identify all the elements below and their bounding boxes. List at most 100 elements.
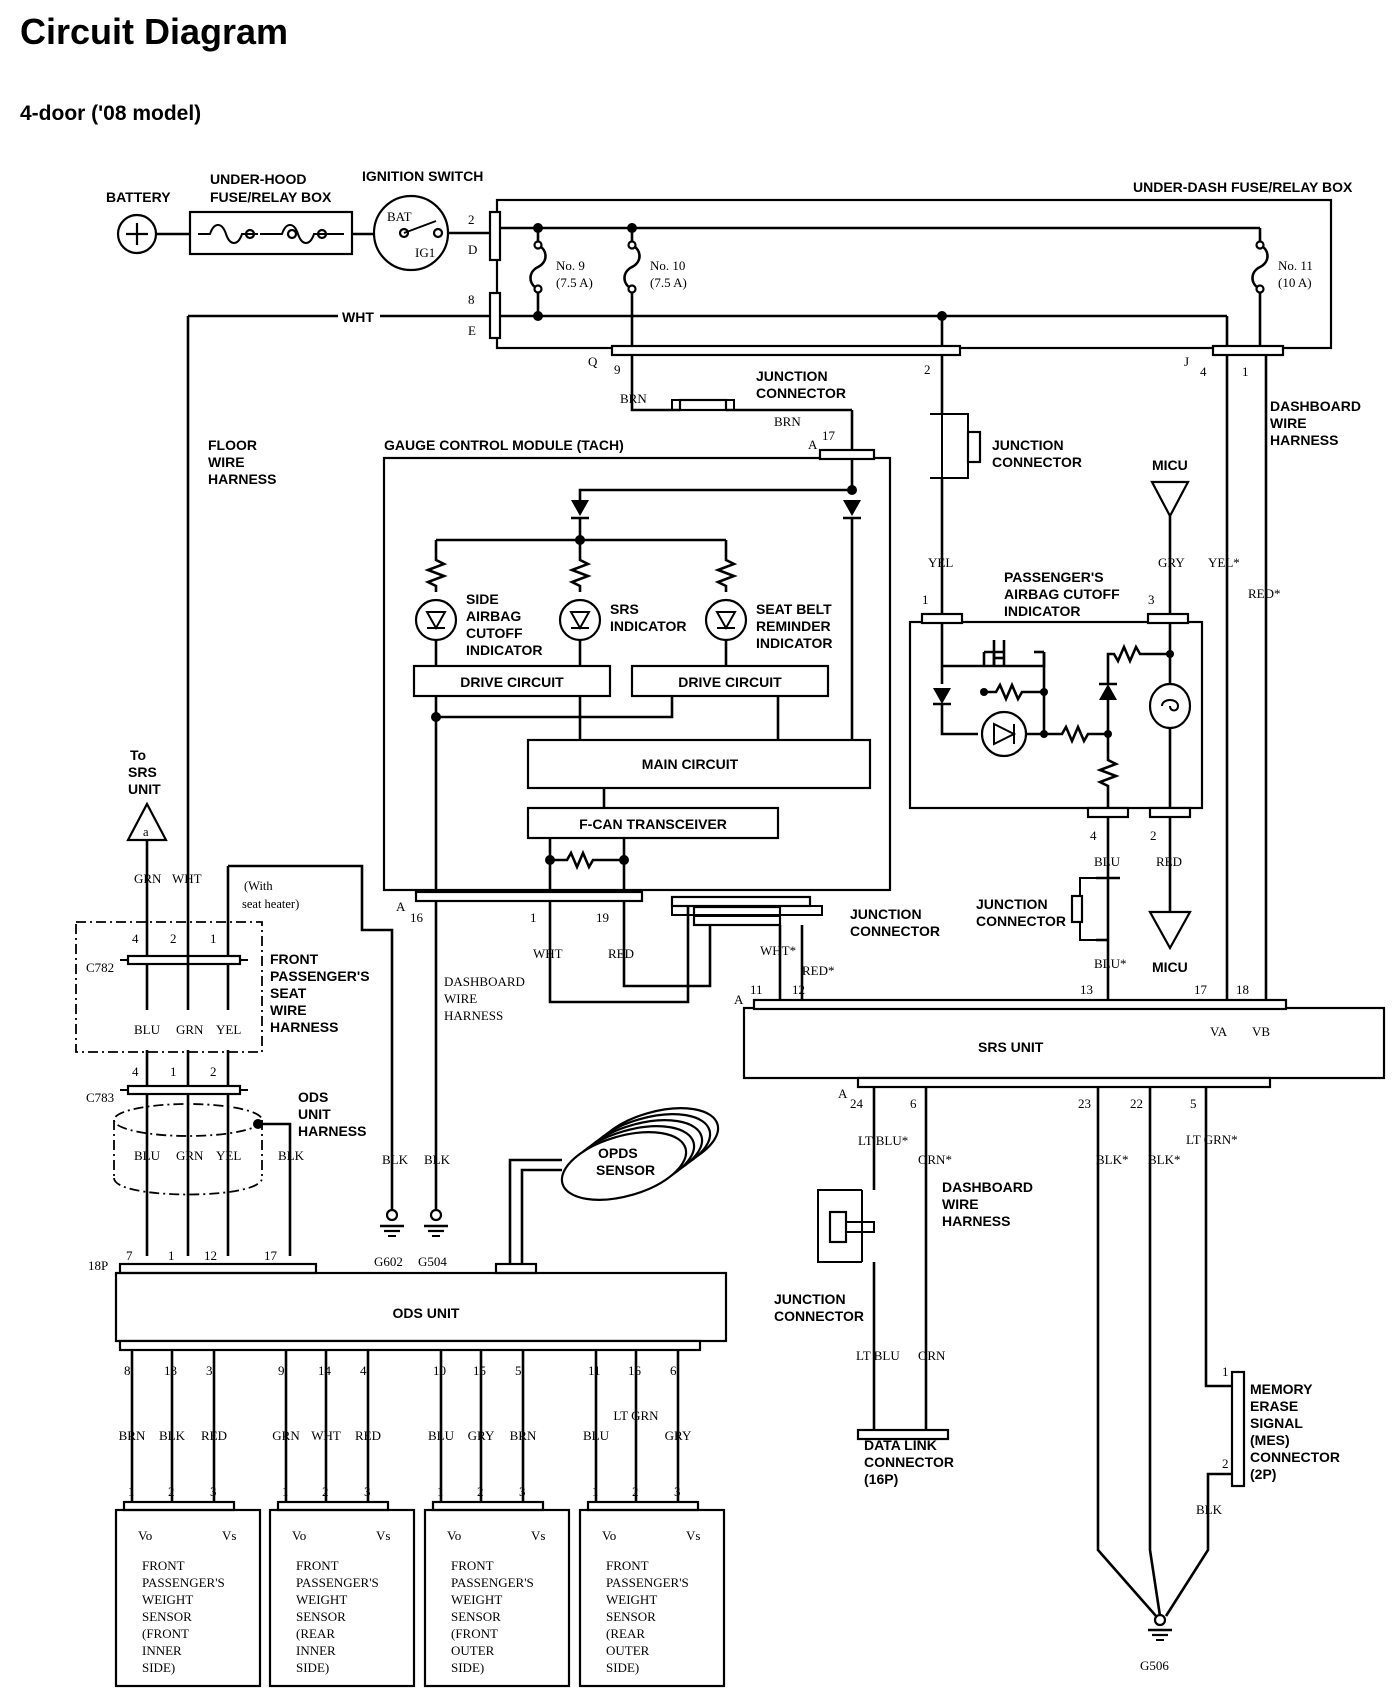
sensor-pin: 2 [477,1484,484,1499]
junction-middle-2: CONNECTOR [850,923,940,939]
c782-pin-2: 2 [170,931,177,946]
sensor-pin: 1 [128,1484,135,1499]
dash-harness-lower-3: HARNESS [942,1213,1010,1229]
battery-icon [116,213,158,255]
ignition-bat: BAT [387,209,412,224]
srs-va: VA [1210,1024,1228,1039]
opds-2: SENSOR [596,1162,655,1178]
fuse-9-rating: (7.5 A) [556,275,593,290]
gauge-pin-a: A [808,437,818,452]
sensor-pin: 2 [322,1484,329,1499]
dlc-2: CONNECTOR [864,1454,954,1470]
srs-pin-a: A [734,992,744,1007]
passenger-ind-3: INDICATOR [1004,603,1080,619]
sensor-name-line: SIDE) [451,1660,484,1675]
page-subtitle: 4-door ('08 model) [20,102,201,125]
ods-top-pin-2: 12 [204,1248,217,1263]
sensor-name-line: FRONT [451,1558,494,1573]
srs-pin-a2: A [838,1086,848,1101]
ods-bottom-pin: 10 [433,1363,446,1378]
gauge-wht: WHT [533,946,563,961]
side-airbag-lamp-icon [414,598,458,642]
ods-wire-color: RED [201,1428,227,1443]
ground-g504: G504 [418,1254,447,1269]
gauge-pin-19: 19 [596,910,609,925]
srs-wht-star: WHT* [760,943,796,958]
sensor-pin: 2 [168,1484,175,1499]
pi-pin-2: 2 [1150,828,1157,843]
srs-pin-11: 11 [750,982,763,997]
ods-bottom-pin: 3 [206,1363,213,1378]
seat-harness-1: FRONT [270,951,319,967]
ground-g504-icon [422,1224,450,1238]
sensor-name-line: FRONT [606,1558,649,1573]
srs-ltblu-star: LT BLU* [858,1133,908,1148]
sensor-name-line: PASSENGER'S [451,1575,534,1590]
sensor-vo: Vo [447,1528,461,1543]
micu-bottom-label: MICU [1152,959,1188,975]
sensor-name-line: PASSENGER'S [606,1575,689,1590]
mes-pin-2: 2 [1222,1456,1229,1471]
ods-top-pin-3: 17 [264,1248,278,1263]
to-srs-a: a [143,825,149,839]
ods-bottom-pin: 5 [515,1363,522,1378]
junction-top-1: JUNCTION [756,368,828,384]
shield-braid [113,1103,263,1196]
srs-pin-23: 23 [1078,1096,1091,1111]
fcan-label: F-CAN TRANSCEIVER [579,816,727,832]
pin-q: Q [588,354,598,369]
dash-harness-right-2: WIRE [1270,415,1307,431]
ground-g602: G602 [374,1254,403,1269]
sensor-name-line: WEIGHT [296,1592,347,1607]
junction-connector-top [671,398,852,412]
sensor-name-line: WEIGHT [142,1592,193,1607]
seat-belt-1: SEAT BELT [756,601,832,617]
srs-indicator-1: SRS [610,601,639,617]
sensor-name-line: (REAR [296,1626,335,1641]
sensor-name-line: SENSOR [606,1609,656,1624]
yel-label: YEL [928,555,953,570]
sensor-pin: 3 [519,1484,526,1499]
sensor-name-line: INNER [296,1643,336,1658]
srs-vb: VB [1252,1024,1270,1039]
junction-right-1: JUNCTION [992,437,1064,453]
gauge-module [382,456,892,892]
seat-harness-3: SEAT [270,985,307,1001]
underdash-label: UNDER-DASH FUSE/RELAY BOX [1133,179,1353,195]
mes-6: (2P) [1250,1466,1276,1482]
seat-grn: GRN [134,871,162,886]
ods-bottom-pin: 11 [588,1363,601,1378]
ods-blu: BLU [134,1148,161,1163]
ods-18p: 18P [88,1258,108,1273]
fuse-10-label: No. 10 [650,258,685,273]
mes-5: CONNECTOR [1250,1449,1340,1465]
ods-top-pin-0: 7 [126,1248,133,1263]
mes-4: (MES) [1250,1432,1290,1448]
srs-pin-18: 18 [1236,982,1249,997]
srs-red-star: RED* [802,963,835,978]
sensor-vs: Vs [531,1528,545,1543]
fuse-9-label: No. 9 [556,258,585,273]
sensor-vo: Vo [292,1528,306,1543]
srs-unit-label: SRS UNIT [978,1039,1044,1055]
wht-label: WHT [342,309,374,325]
ods-bottom-pin: 6 [670,1363,677,1378]
to-srs-1: To [130,747,146,763]
floor-harness-3: HARNESS [208,471,276,487]
with-heater-2: seat heater) [242,897,299,911]
pi-blu-star: BLU* [1094,956,1127,971]
srs-orn-star: ORN* [918,1152,952,1167]
micu-bottom-triangle [1148,910,1192,951]
floor-harness-2: WIRE [208,454,245,470]
srs-ltblu: LT BLU [856,1348,900,1363]
pin-q-9: 9 [614,362,621,377]
main-circuit [526,738,872,790]
srs-blk-star-1: BLK* [1096,1152,1129,1167]
blk-g504: BLK [424,1152,451,1167]
pin-j: J [1184,354,1189,369]
ground-g506-icon [1146,1628,1174,1642]
seat-grn-2: GRN [176,1022,204,1037]
